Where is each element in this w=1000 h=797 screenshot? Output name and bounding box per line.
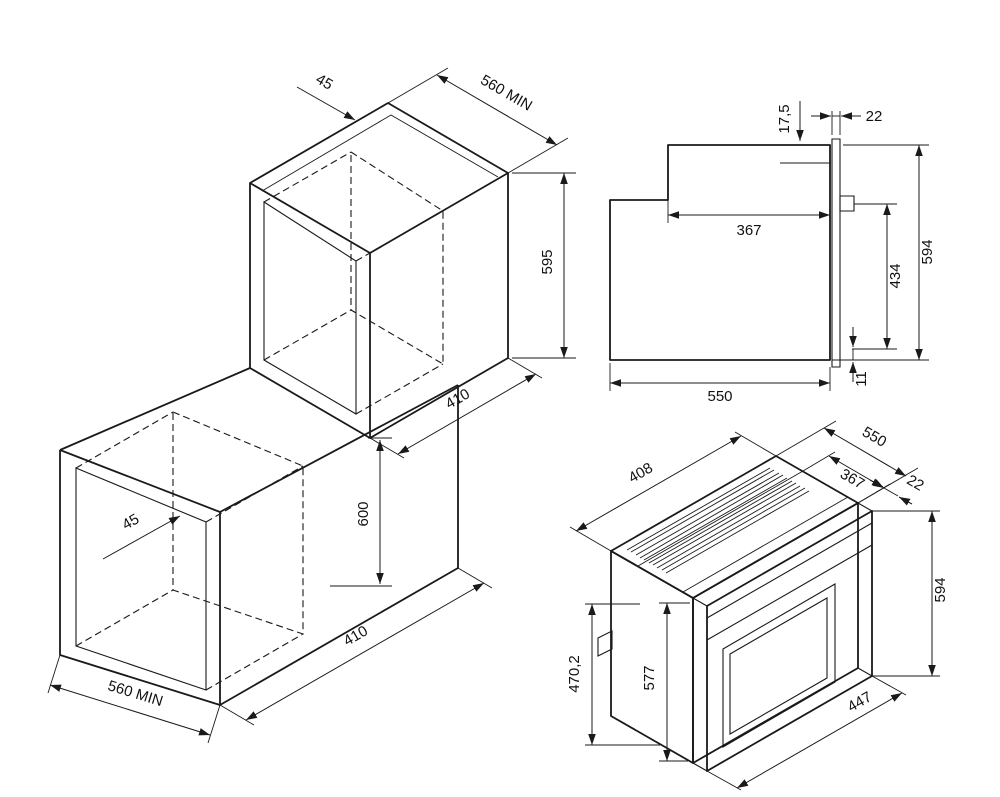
oven-door-slab [706, 510, 873, 772]
oven-isometric-view: 408 550 367 22 594 447 470,2 577 [566, 420, 949, 791]
upper-niche-opening [263, 200, 357, 415]
lower-niche-opening [75, 467, 207, 691]
oven-door-slab-edges [692, 502, 873, 772]
ext-upper-depth [387, 67, 569, 174]
dim-label-top-clearance: 17,5 [776, 104, 793, 133]
dim-label-lower-height: 600 [355, 501, 372, 526]
dim-line-lower-gap [102, 515, 181, 560]
upper-niche-hidden-interior [263, 150, 444, 415]
door-window-outer [722, 583, 836, 748]
dim-label-base-offset: 11 [853, 371, 870, 387]
door-control-band [706, 522, 873, 641]
dim-label-depth: 550 [707, 388, 732, 405]
dim-label-lower-gap: 45 [119, 511, 142, 534]
top-face-recess-line [637, 470, 804, 567]
dim-label-oven-door-thickness: 22 [904, 472, 927, 495]
dim-line-lower-width [245, 582, 485, 721]
ext-front-height [659, 602, 690, 762]
dim-arrow-oven-door-a [869, 478, 884, 488]
dim-label-bracket-height: 434 [887, 263, 904, 288]
door-latch [597, 630, 613, 657]
ext-top-width [569, 431, 777, 552]
dim-line-base-depth [736, 692, 903, 789]
ext-oven-recess [802, 451, 891, 504]
dim-label-recess-depth: 367 [736, 222, 761, 239]
ext-depth [609, 363, 831, 391]
lower-niche-hidden-interior [75, 411, 304, 691]
oven-front-frame [692, 502, 859, 764]
ext-lower-width [219, 567, 493, 726]
side-view-door [831, 138, 841, 368]
dim-line-oven-depth [823, 427, 907, 477]
ext-door-thickness [831, 111, 841, 135]
dim-label-upper-height: 595 [539, 249, 556, 274]
door-window-inner [729, 597, 828, 735]
side-view-bracket [839, 195, 855, 212]
upper-niche-top-rim [261, 114, 499, 192]
ext-oven-depth [775, 420, 919, 504]
oven-left-face [610, 550, 694, 764]
dim-arrow-oven-door-b [898, 496, 913, 506]
ext-oven-height [872, 510, 940, 677]
dim-label-top-width: 408 [626, 459, 656, 486]
dim-label-oven-height: 594 [932, 577, 949, 602]
dim-label-oven-depth: 550 [859, 423, 889, 450]
dim-line-top-width [575, 435, 742, 532]
ext-upper-width [369, 357, 543, 459]
top-face-trim-line [682, 496, 849, 593]
dim-label-oven-recess: 367 [837, 465, 867, 492]
dim-label-front-height: 577 [641, 665, 658, 690]
dim-span-oven-door [883, 487, 899, 497]
dim-line-upper-width [397, 373, 537, 455]
oven-side-view: 17,5 22 367 434 594 11 550 [609, 101, 936, 405]
niche-isometric-view: 45 560 MIN 595 410 600 45 410 560 MIN [47, 67, 576, 744]
side-view-body [609, 144, 831, 361]
dim-label-lower-width: 410 [341, 622, 371, 649]
dim-label-upper-depth-min: 560 MIN [477, 72, 535, 115]
upper-niche-outline [249, 102, 509, 439]
dim-label-total-height: 594 [919, 239, 936, 264]
lower-niche-outline [59, 367, 459, 706]
dim-line-upper-gap [296, 86, 356, 121]
dim-label-upper-gap: 45 [313, 71, 336, 94]
dim-label-cavity-height: 470,2 [566, 655, 583, 693]
ext-total-height [832, 144, 929, 361]
ext-base-depth [706, 675, 907, 791]
dim-line-upper-depth [436, 74, 558, 146]
dim-label-upper-width: 410 [443, 385, 473, 412]
dim-label-door-thickness: 22 [866, 108, 883, 125]
dim-line-lower-depth [49, 684, 211, 736]
